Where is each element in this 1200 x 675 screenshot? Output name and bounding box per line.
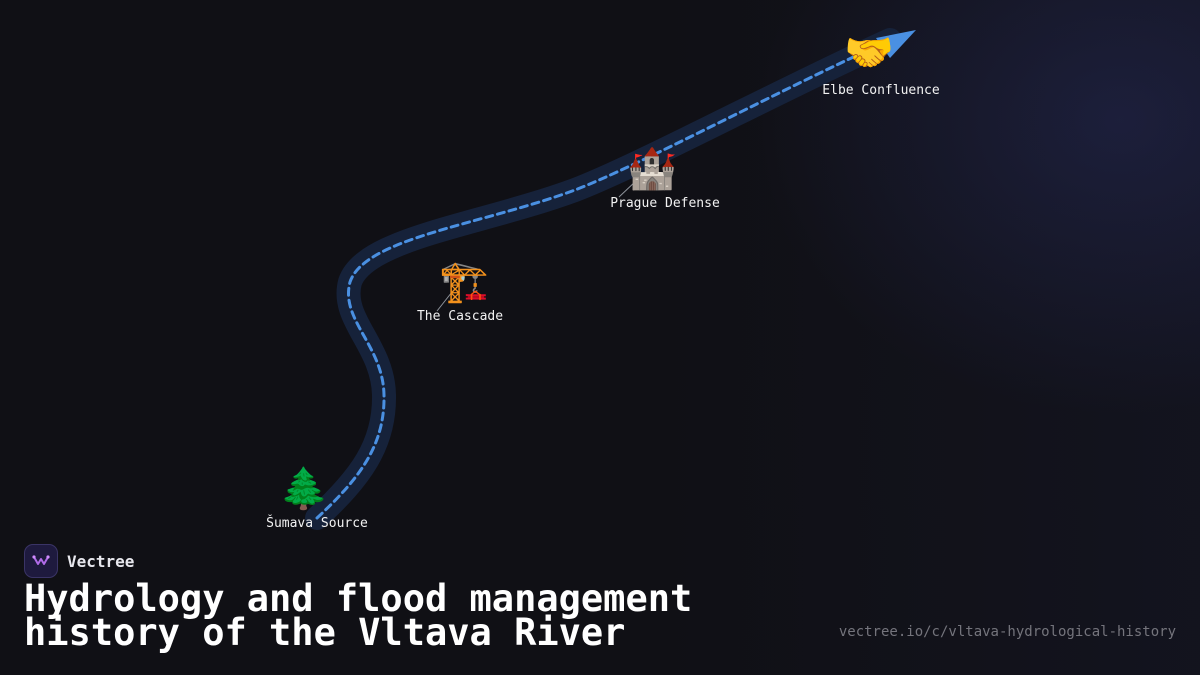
evergreen-tree-icon: 🌲 xyxy=(279,465,329,512)
milestone-label: Elbe Confluence xyxy=(822,83,940,98)
milestone-the-cascade[interactable]: 🏗️ The Cascade xyxy=(417,259,503,324)
page-title: Hydrology and flood management history o… xyxy=(24,577,693,654)
vectree-logo-icon xyxy=(24,544,58,578)
river-path-glow xyxy=(305,28,902,530)
milestone-elbe-confluence[interactable]: 🤝 Elbe Confluence xyxy=(822,30,940,98)
milestone-sumava-source[interactable]: 🌲 Šumava Source xyxy=(266,465,368,531)
castle-icon: 🏰 xyxy=(627,146,677,192)
handshake-icon: 🤝 xyxy=(844,30,894,76)
path-arrowhead-icon xyxy=(876,30,916,58)
brand-name: Vectree xyxy=(67,551,135,571)
river-path-dashed xyxy=(315,38,892,520)
milestone-label: The Cascade xyxy=(417,309,503,324)
brand[interactable]: Vectree xyxy=(24,544,134,578)
milestone-label: Prague Defense xyxy=(610,196,720,211)
cascade-leader-line xyxy=(436,291,453,312)
milestone-label: Šumava Source xyxy=(266,515,368,531)
source-url[interactable]: vectree.io/c/vltava-hydrological-history xyxy=(838,624,1176,640)
milestone-prague-defense[interactable]: 🏰 Prague Defense xyxy=(610,146,720,211)
construction-crane-icon: 🏗️ xyxy=(439,259,489,305)
prague-leader-line xyxy=(618,179,638,198)
